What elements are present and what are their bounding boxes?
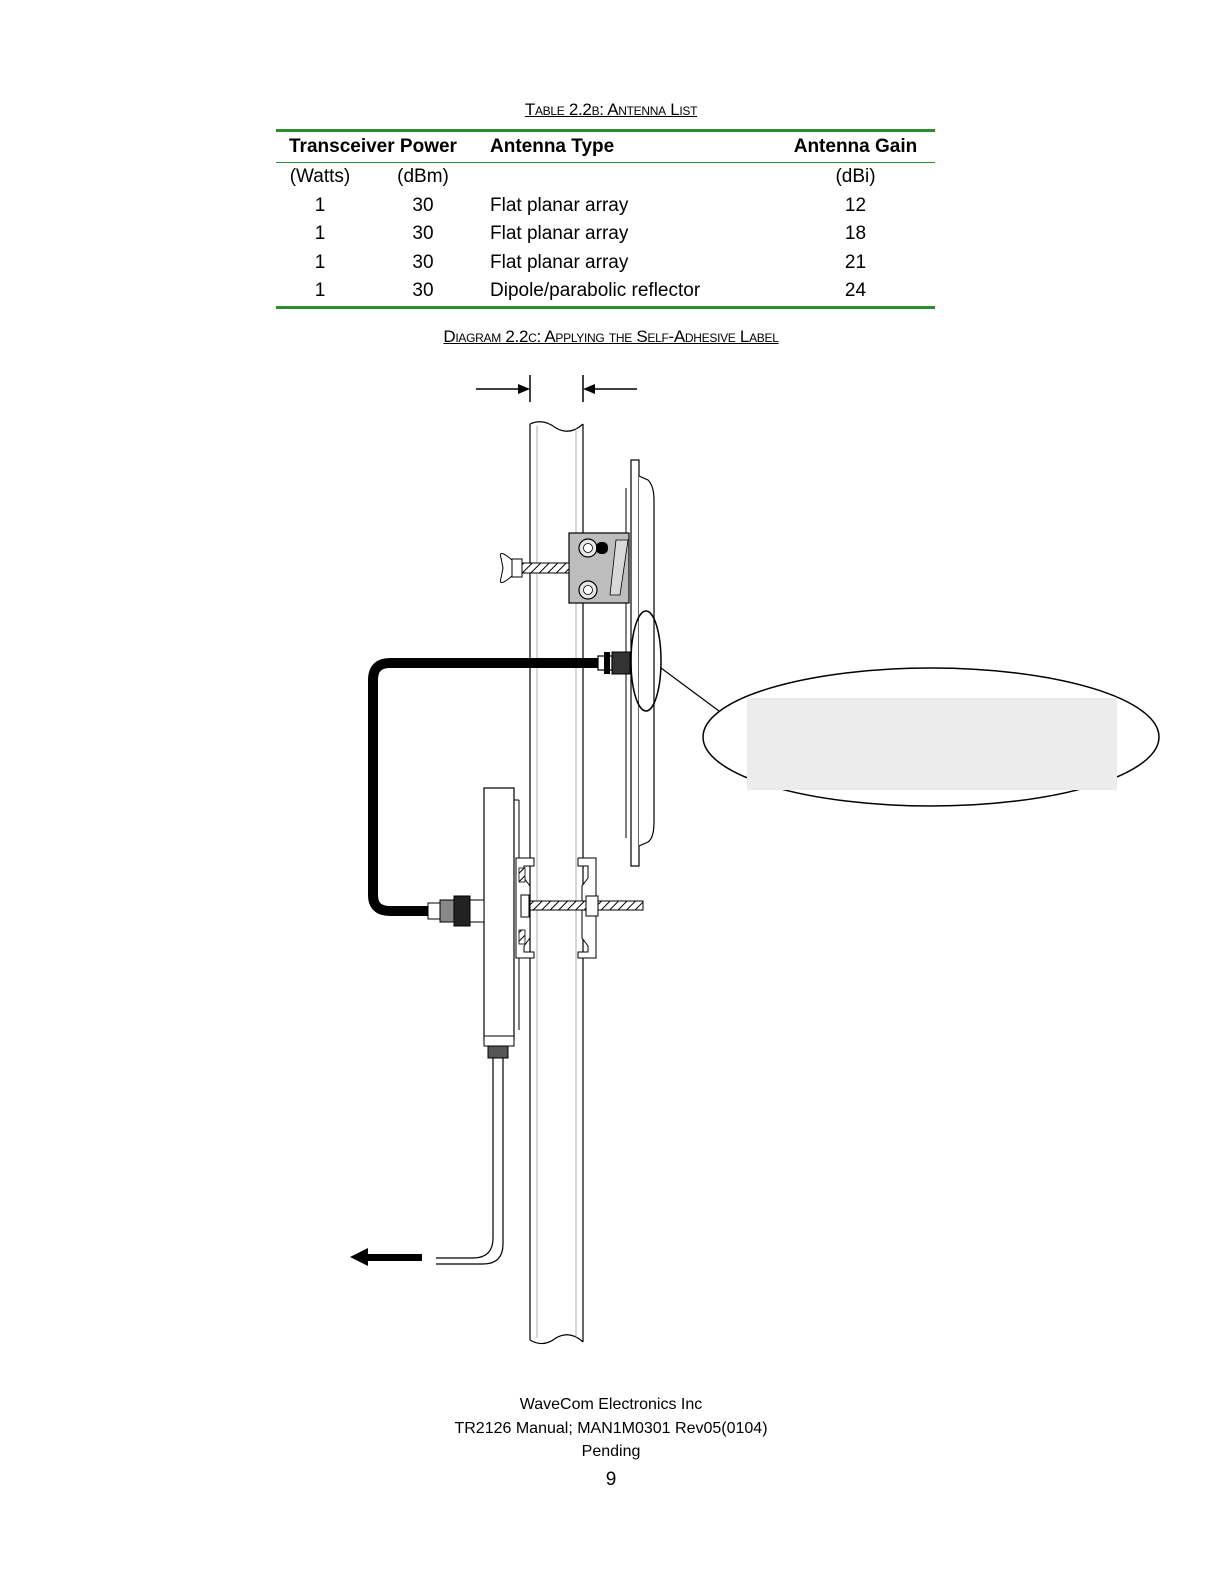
table-units-row: (Watts) (dBm) (dBi) [276,163,935,192]
unit-watts: (Watts) [289,166,351,188]
unit-dbi: (dBi) [835,166,876,188]
lower-clamp [515,857,644,959]
header-transceiver-power: Transceiver Power [276,129,482,163]
cell-gain: 21 [844,251,867,273]
unit-dbm: (dBm) [397,166,449,188]
header-antenna-gain: Antenna Gain [776,129,935,163]
cell-watts: 1 [276,277,364,309]
table-row: 1 30 Flat planar array 12 [276,192,935,221]
transceiver-unit [427,787,520,1059]
cell-dbm: 30 [412,251,434,273]
lead-cable [350,1058,504,1266]
cell-dbm: 30 [412,223,434,245]
table-row: 1 30 Dipole/parabolic reflector 24 [276,277,935,309]
antenna-table: Transceiver Power Antenna Type Antenna G… [276,129,935,309]
self-adhesive-label [747,698,1117,790]
cell-gain: 24 [776,277,935,309]
callout-leader-line [660,667,720,712]
cell-antenna-type: Flat planar array [490,194,629,216]
cell-antenna-type: Dipole/parabolic reflector [482,277,776,309]
table-caption: Table 2.2b: Antenna List [524,100,698,119]
cell-antenna-type: Flat planar array [490,223,629,245]
cell-dbm: 30 [412,194,434,216]
cell-dbm: 30 [364,277,482,309]
cell-watts: 1 [314,194,326,216]
cell-watts: 1 [314,223,326,245]
header-antenna-type: Antenna Type [482,129,776,163]
table-row: 1 30 Flat planar array 18 [276,220,935,249]
table-row: 1 30 Flat planar array 21 [276,249,935,278]
pole-width-dimension [476,375,637,402]
cell-gain: 18 [844,223,867,245]
footer-status: Pending [581,1443,641,1460]
self-adhesive-label-callout [702,667,1160,807]
footer-manual-ref: TR2126 Manual; MAN1M0301 Rev05(0104) [454,1420,768,1437]
arrow-left-icon [350,1248,368,1266]
cell-watts: 1 [314,251,326,273]
table-header-row: Transceiver Power Antenna Type Antenna G… [276,129,935,163]
footer-company: WaveCom Electronics Inc [519,1396,703,1413]
cell-antenna-type: Flat planar array [490,251,629,273]
coax-cable [368,651,631,916]
mounting-bracket [500,532,630,604]
diagram-caption: Diagram 2.2c: Applying the Self-Adhesive… [443,327,779,346]
label-location-ellipse [630,610,662,712]
cell-gain: 12 [844,194,867,216]
page-number: 9 [605,1469,617,1490]
